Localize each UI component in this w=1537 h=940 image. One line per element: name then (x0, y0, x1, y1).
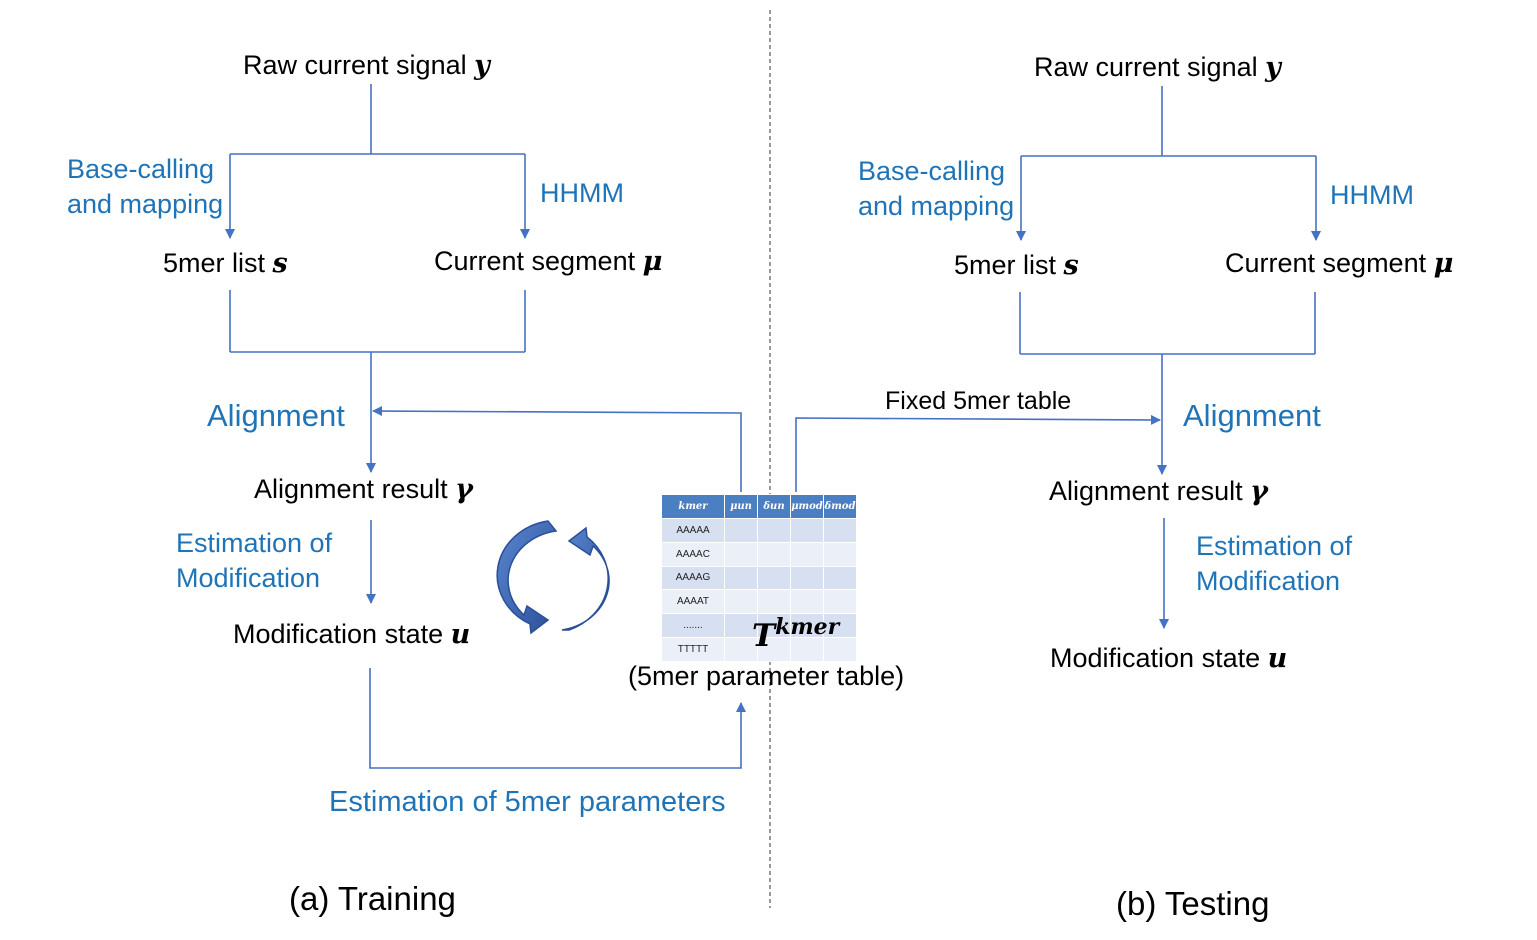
table-row: ....... (661, 613, 857, 639)
kmer-cell: AAAAC (661, 541, 725, 567)
table-row: TTTTT (661, 637, 857, 662)
train-mod-state-label: Modification state u (233, 619, 471, 650)
fixed-table-label: Fixed 5mer table (885, 387, 1072, 415)
fixed-table-arrow (795, 414, 1161, 492)
table-header-cell: μun (724, 494, 758, 519)
table-row: AAAAG (661, 565, 857, 591)
testing-caption: (b) Testing (1116, 885, 1270, 922)
train-5mer-list-label: 5mer list s (163, 248, 288, 279)
t-kmer-symbol: Tkmer (752, 614, 840, 654)
table-caption: (5mer parameter table) (628, 661, 905, 691)
kmer-cell: TTTTT (661, 637, 725, 662)
train-alignment-result-label: Alignment result γ (254, 474, 473, 505)
table-header-row: kmer μun δun μmod δmod (661, 494, 857, 519)
test-alignment-result-label: Alignment result γ (1049, 476, 1268, 507)
table-header-cell: δun (757, 494, 791, 519)
kmer-cell: AAAAA (661, 517, 725, 543)
kmer-cell: ....... (661, 613, 725, 639)
table-row: AAAAT (661, 589, 857, 615)
train-hhmm-label: HHMM (540, 178, 624, 208)
test-alignment-label: Alignment (1183, 398, 1321, 433)
mod-state-to-table-arrow (369, 668, 746, 769)
training-caption: (a) Training (289, 880, 456, 917)
cycle-icon (496, 520, 610, 635)
kmer-cell: AAAAG (661, 565, 725, 591)
table-header-cell: δmod (823, 494, 857, 519)
kmer-parameter-table: kmer μun δun μmod δmod AAAAA AAAAC AAAAG… (661, 494, 857, 662)
table-to-alignment-arrow (372, 406, 742, 492)
table-header-cell: μmod (790, 494, 824, 519)
train-raw-signal-label: Raw current signal y (243, 50, 490, 81)
table-header-cell: kmer (661, 494, 725, 519)
estimation-params-label: Estimation of 5mer parameters (329, 786, 726, 818)
kmer-cell: AAAAT (661, 589, 725, 615)
test-hhmm-label: HHMM (1330, 180, 1414, 210)
test-raw-signal-label: Raw current signal y (1034, 52, 1281, 83)
train-current-segment-label: Current segment μ (434, 246, 663, 277)
table-row: AAAAC (661, 541, 857, 567)
test-5mer-list-label: 5mer list s (954, 250, 1079, 281)
test-mod-state-label: Modification state u (1050, 643, 1288, 674)
train-alignment-label: Alignment (207, 398, 345, 433)
table-row: AAAAA (661, 517, 857, 543)
test-current-segment-label: Current segment μ (1225, 248, 1454, 279)
